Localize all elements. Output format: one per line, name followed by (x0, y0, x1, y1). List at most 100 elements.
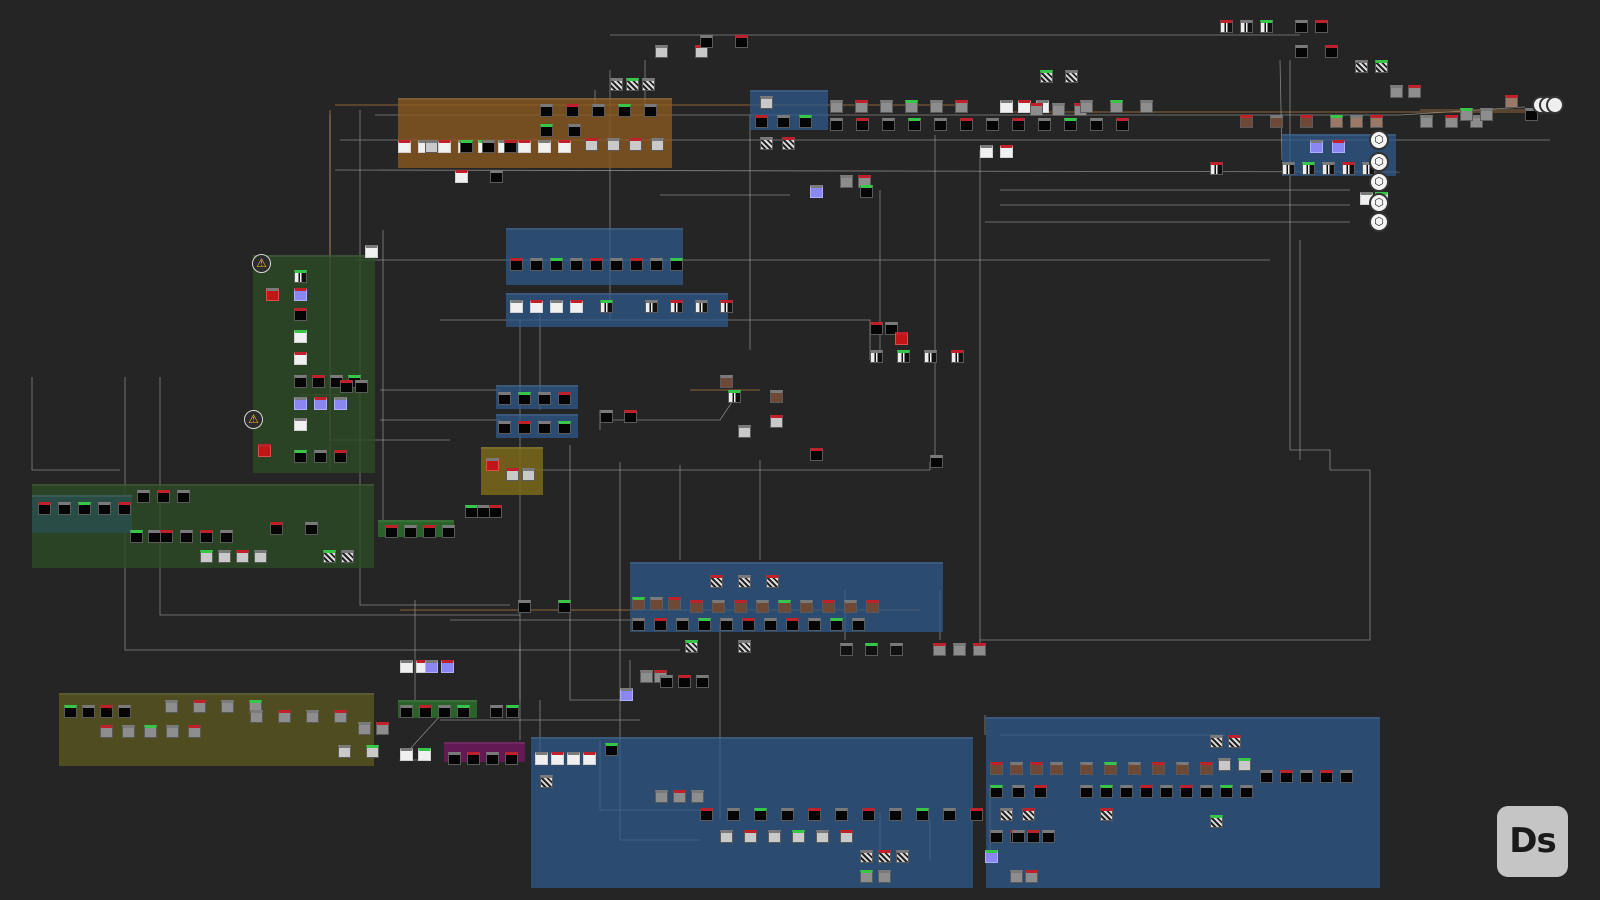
graph-node[interactable] (522, 468, 535, 481)
output-cube-icon[interactable]: ⬡ (1369, 130, 1389, 150)
graph-node[interactable] (951, 350, 964, 363)
graph-node[interactable] (294, 352, 307, 365)
graph-node[interactable] (157, 490, 170, 503)
graph-node[interactable] (398, 140, 411, 153)
graph-node[interactable] (130, 530, 143, 543)
graph-node[interactable] (660, 675, 673, 688)
graph-node[interactable] (518, 392, 531, 405)
graph-node[interactable] (640, 670, 653, 683)
graph-node[interactable] (1350, 115, 1363, 128)
graph-node[interactable] (1040, 70, 1053, 83)
graph-node[interactable] (118, 502, 131, 515)
graph-node[interactable] (38, 502, 51, 515)
graph-node[interactable] (592, 104, 605, 117)
graph-node[interactable] (254, 550, 267, 563)
graph-node[interactable] (742, 618, 755, 631)
graph-node[interactable] (1210, 162, 1223, 175)
graph-node[interactable] (700, 35, 713, 48)
graph-node[interactable] (691, 790, 704, 803)
graph-node[interactable] (540, 104, 553, 117)
graph-node[interactable] (712, 600, 725, 613)
graph-node[interactable] (270, 522, 283, 535)
graph-node[interactable] (118, 705, 131, 718)
graph-node[interactable] (685, 640, 698, 653)
graph-node[interactable] (908, 118, 921, 131)
graph-node[interactable] (1300, 770, 1313, 783)
graph-node[interactable] (1370, 115, 1383, 128)
graph-node[interactable] (1064, 118, 1077, 131)
graph-node[interactable] (860, 185, 873, 198)
graph-node[interactable] (448, 752, 461, 765)
graph-output-stack[interactable] (1532, 96, 1566, 116)
graph-node[interactable] (720, 300, 733, 313)
graph-node[interactable] (1228, 735, 1241, 748)
graph-node[interactable] (294, 375, 307, 388)
graph-node[interactable] (629, 138, 642, 151)
graph-node[interactable] (425, 660, 438, 673)
graph-node[interactable] (1140, 100, 1153, 113)
graph-node[interactable] (916, 808, 929, 821)
graph-node[interactable] (1295, 45, 1308, 58)
graph-node[interactable] (1270, 115, 1283, 128)
graph-node[interactable] (777, 115, 790, 128)
graph-node[interactable] (642, 78, 655, 91)
graph-node[interactable] (605, 743, 618, 756)
graph-node[interactable] (990, 785, 1003, 798)
graph-node[interactable] (1310, 140, 1323, 153)
graph-node[interactable] (695, 300, 708, 313)
graph-node[interactable] (567, 752, 580, 765)
graph-node[interactable] (530, 300, 543, 313)
graph-node[interactable] (460, 140, 473, 153)
graph-node[interactable] (323, 550, 336, 563)
graph-node[interactable] (970, 808, 983, 821)
graph-node[interactable] (518, 140, 531, 153)
graph-node[interactable] (365, 245, 378, 258)
graph-node[interactable] (1140, 785, 1153, 798)
graph-node[interactable] (880, 100, 893, 113)
graph-node[interactable] (144, 725, 157, 738)
graph-node[interactable] (1282, 162, 1295, 175)
graph-node[interactable] (1052, 103, 1065, 116)
graph-node[interactable] (1010, 870, 1023, 883)
graph-node[interactable] (165, 700, 178, 713)
graph-node[interactable] (905, 100, 918, 113)
graph-node[interactable] (1322, 162, 1335, 175)
graph-node[interactable] (137, 490, 150, 503)
graph-node[interactable] (770, 415, 783, 428)
graph-node[interactable] (1110, 100, 1123, 113)
graph-node[interactable] (799, 115, 812, 128)
graph-node[interactable] (441, 660, 454, 673)
graph-node[interactable] (538, 392, 551, 405)
node-frame[interactable] (506, 293, 728, 327)
graph-node[interactable] (835, 808, 848, 821)
graph-node[interactable] (221, 700, 234, 713)
output-cube-icon[interactable]: ⬡ (1369, 172, 1389, 192)
warning-icon[interactable]: ⚠ (244, 410, 263, 429)
graph-node[interactable] (782, 137, 795, 150)
graph-node[interactable] (1116, 118, 1129, 131)
graph-node[interactable] (419, 705, 432, 718)
graph-node[interactable] (852, 618, 865, 631)
graph-node[interactable] (400, 660, 413, 673)
graph-node[interactable] (294, 397, 307, 410)
graph-node[interactable] (710, 575, 723, 588)
graph-node[interactable] (258, 444, 271, 457)
graph-node[interactable] (986, 118, 999, 131)
graph-node[interactable] (895, 332, 908, 345)
graph-node[interactable] (632, 618, 645, 631)
graph-node[interactable] (538, 140, 551, 153)
graph-node[interactable] (764, 618, 777, 631)
graph-node[interactable] (934, 118, 947, 131)
graph-node[interactable] (334, 450, 347, 463)
graph-node[interactable] (314, 397, 327, 410)
graph-node[interactable] (455, 170, 468, 183)
graph-node[interactable] (760, 137, 773, 150)
graph-node[interactable] (754, 808, 767, 821)
graph-node[interactable] (535, 752, 548, 765)
node-frame[interactable] (986, 717, 1380, 888)
graph-node[interactable] (376, 722, 389, 735)
graph-node[interactable] (953, 643, 966, 656)
graph-node[interactable] (486, 458, 499, 471)
graph-node[interactable] (1210, 815, 1223, 828)
graph-node[interactable] (896, 850, 909, 863)
